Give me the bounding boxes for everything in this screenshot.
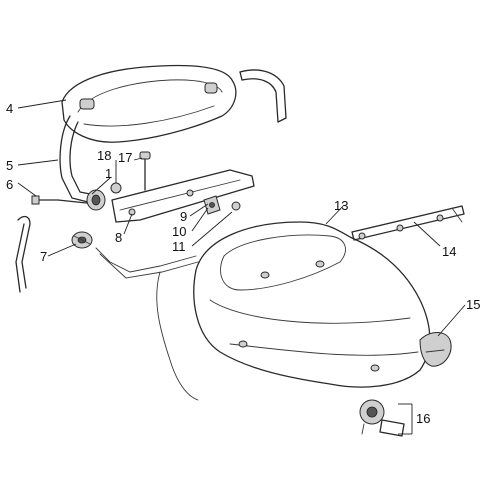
screw-6: [31, 195, 59, 205]
seat-lock: [359, 399, 405, 437]
nut: [110, 182, 122, 194]
hinge-plate: [111, 169, 255, 223]
callout-7: 7: [40, 249, 47, 264]
seat-latch: [419, 332, 452, 367]
bolt-17: [139, 151, 151, 191]
callout-14: 14: [442, 244, 456, 259]
callout-9: 9: [180, 209, 187, 224]
callout-1: 1: [105, 166, 112, 181]
callout-16: 16: [416, 411, 430, 426]
callout-4: 4: [6, 101, 13, 116]
frame-tube: [15, 215, 31, 293]
backrest-pad: [61, 64, 237, 143]
grab-rail: [239, 69, 287, 123]
callout-5: 5: [6, 158, 13, 173]
callout-15: 15: [466, 297, 480, 312]
callout-13: 13: [334, 198, 348, 213]
leader-lines: [17, 99, 466, 435]
seat: [193, 221, 431, 388]
callout-10: 10: [172, 224, 186, 239]
seat-hinge-bar: [351, 205, 465, 241]
callout-17: 17: [118, 150, 132, 165]
adjuster-knob: [71, 231, 93, 249]
callout-18: 18: [97, 148, 111, 163]
callout-8: 8: [115, 230, 122, 245]
rubber-block: [86, 189, 106, 211]
callout-6: 6: [6, 177, 13, 192]
screw-10: [231, 201, 241, 211]
cable: [95, 247, 199, 401]
callout-11: 11: [172, 239, 186, 254]
